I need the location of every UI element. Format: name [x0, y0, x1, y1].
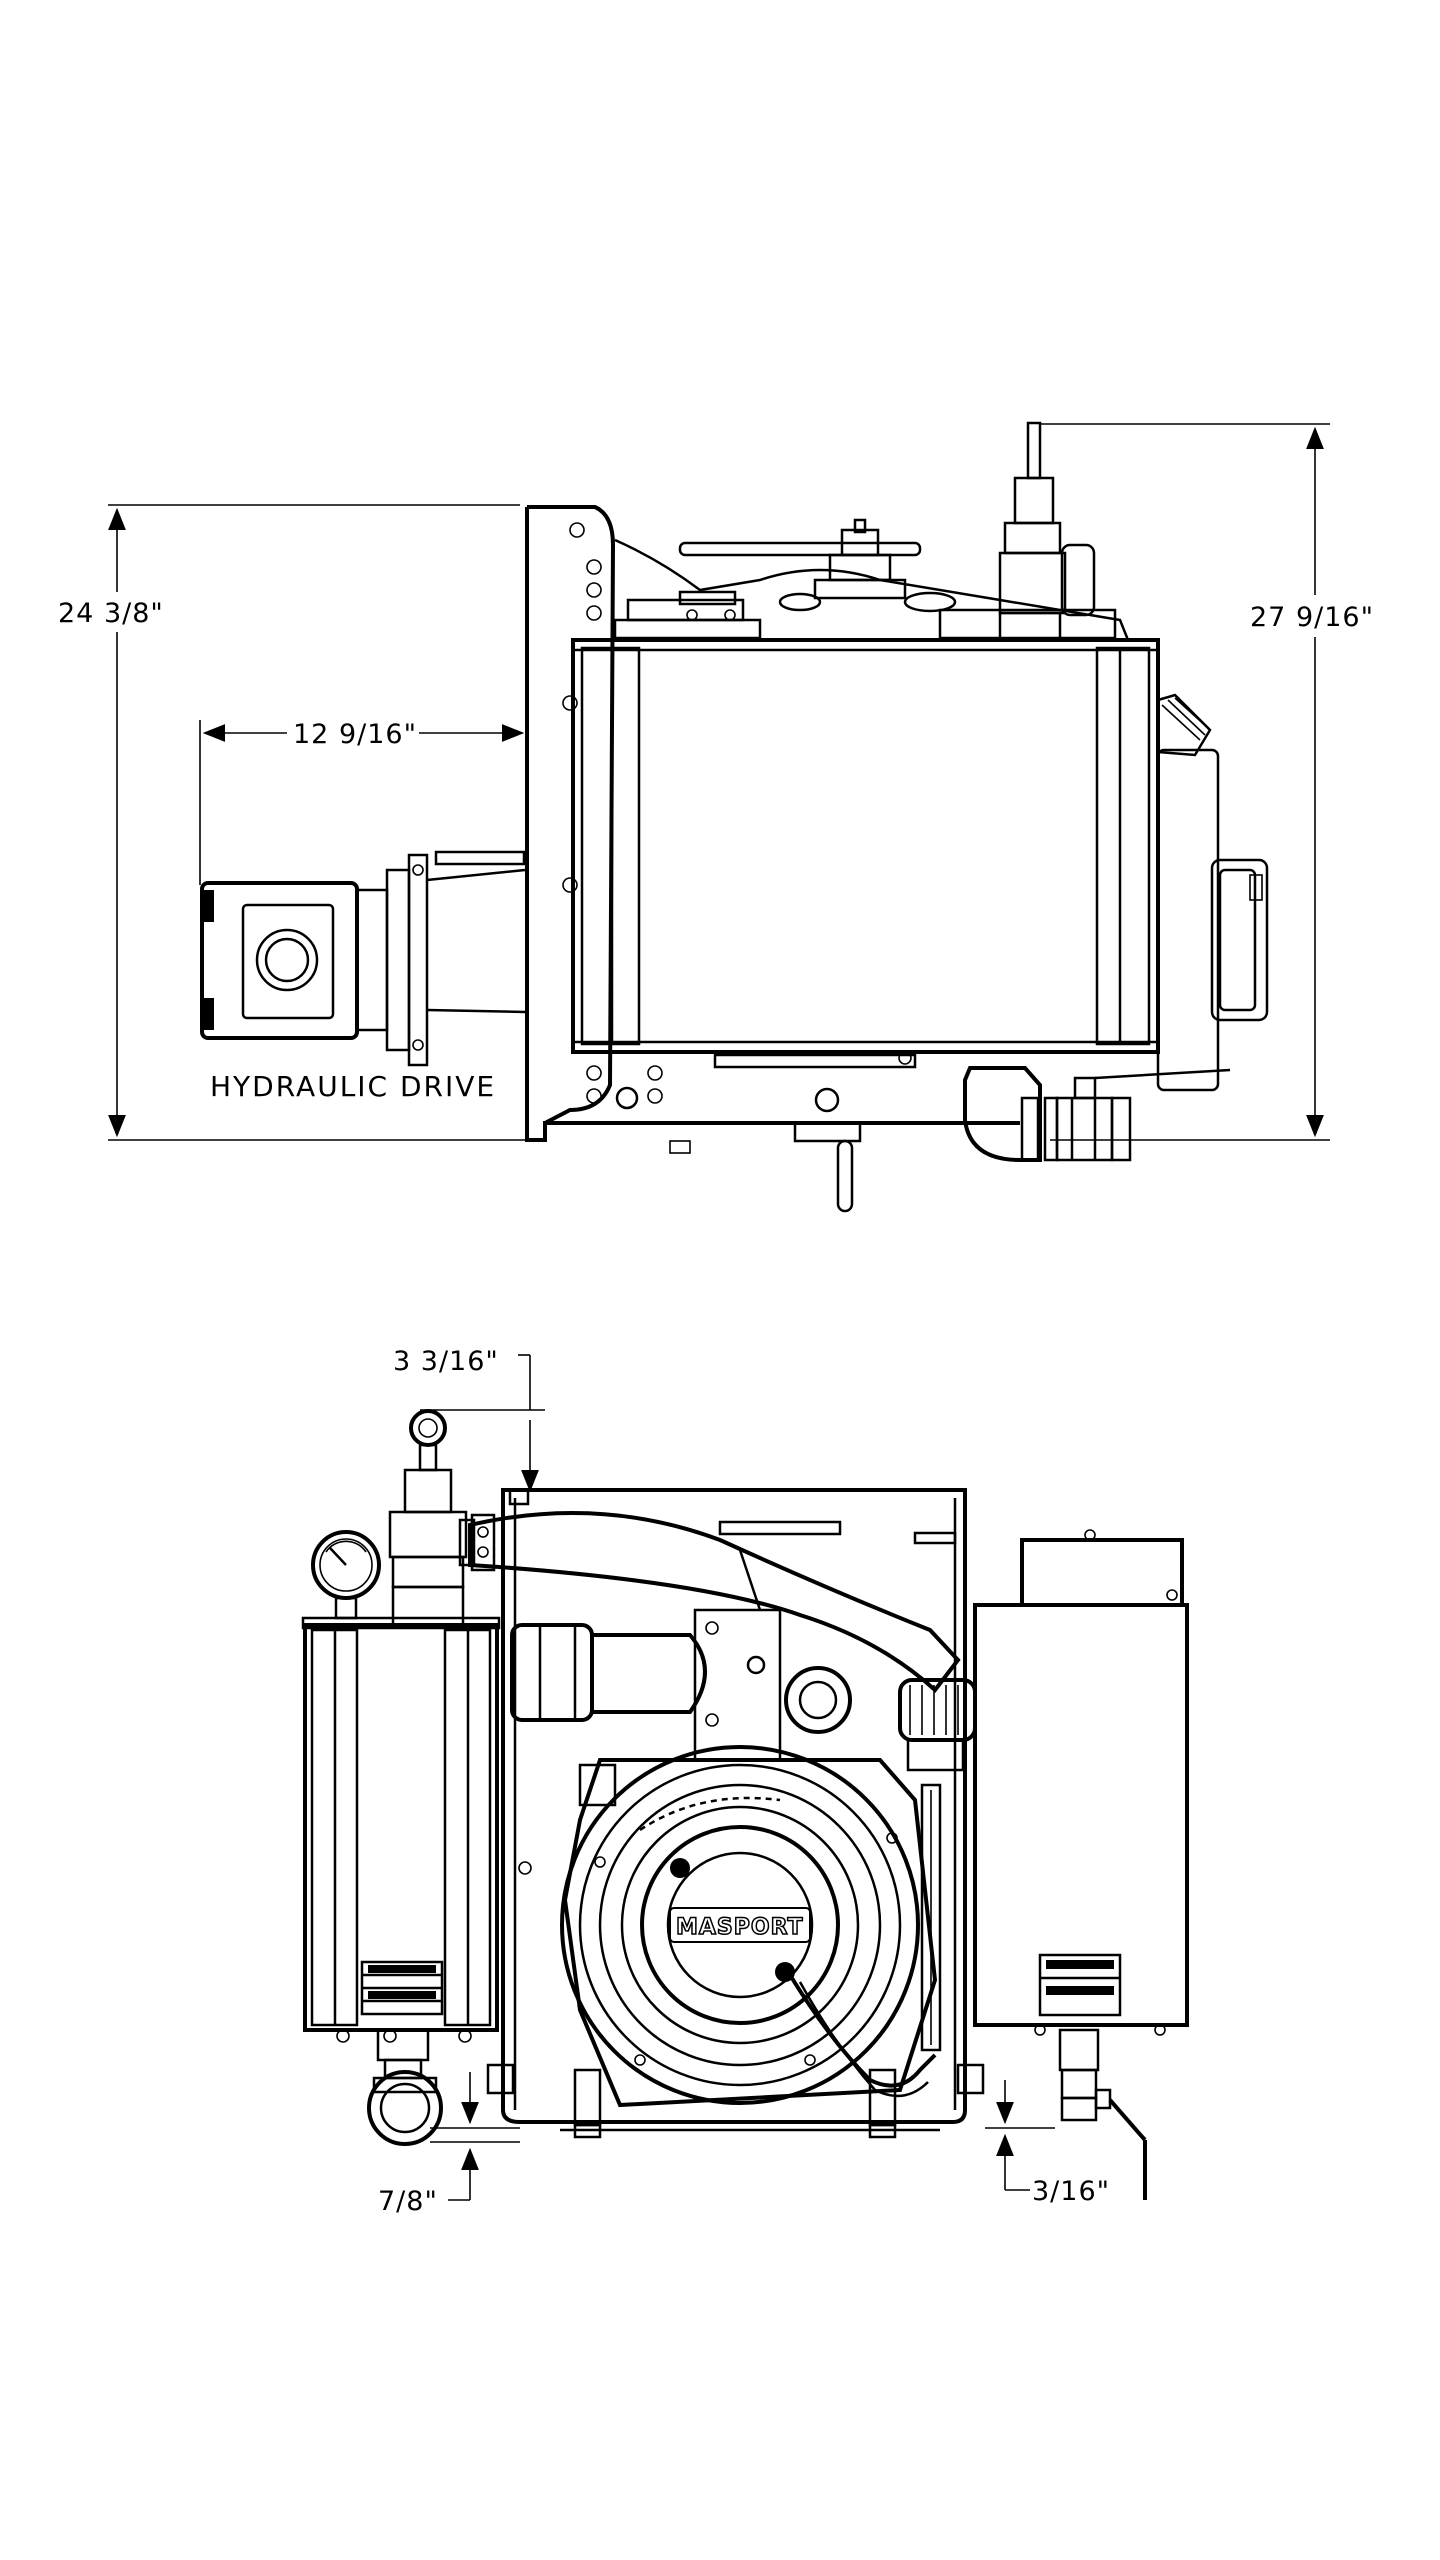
pressure-gauge: [311, 1530, 381, 1620]
dimension-text-12-9-16: 12 9/16": [293, 719, 417, 750]
dimension-top-clearance: 3 3/16": [393, 1346, 545, 1493]
top-fittings: [613, 518, 1130, 641]
hydraulic-drive-label: HYDRAULIC DRIVE: [210, 1070, 496, 1103]
dimension-overall-height-right: 27 9/16": [1040, 423, 1385, 1141]
dimension-hydraulic-drive-offset: 12 9/16": [199, 713, 525, 885]
pump-frame: [486, 1488, 985, 2139]
left-tank: [301, 1616, 501, 2043]
dimension-text-3-3-16: 3 3/16": [393, 1346, 499, 1377]
dimension-bottom-right: 3/16": [985, 2080, 1110, 2207]
pump-head: MASPORT: [560, 1745, 938, 2108]
dimension-text-3-16: 3/16": [1032, 2176, 1110, 2207]
hydraulic-motor: [200, 850, 526, 1067]
side-view: 24 3/8" 12 9/16" 27 9/16": [50, 421, 1385, 1213]
relief-valve-front: [388, 1409, 468, 1627]
drain-valve-left: [367, 2028, 443, 2146]
engine-side: [1156, 693, 1269, 1092]
dimension-overall-height-left: 24 3/8": [50, 504, 530, 1141]
tank-body: [571, 638, 1160, 1054]
engine-front: [973, 1529, 1189, 2036]
masport-brand-logo: MASPORT: [676, 1915, 804, 1940]
intake-hose: [458, 1511, 961, 1693]
relief-valve: [998, 421, 1096, 642]
dimension-text-24-3-8: 24 3/8": [58, 598, 164, 629]
dimension-bottom-left: 7/8": [378, 2072, 520, 2217]
outlet-assembly: [510, 1608, 852, 1807]
bottom-plumbing: [669, 1051, 1231, 1213]
front-view: 3 3/16" 7/8" 3/16": [301, 1346, 1189, 2217]
sight-tube: [898, 1678, 977, 2052]
drain-valve-right: [1058, 2028, 1147, 2200]
dimension-text-27-9-16: 27 9/16": [1250, 602, 1374, 633]
dimension-text-7-8: 7/8": [378, 2186, 438, 2217]
